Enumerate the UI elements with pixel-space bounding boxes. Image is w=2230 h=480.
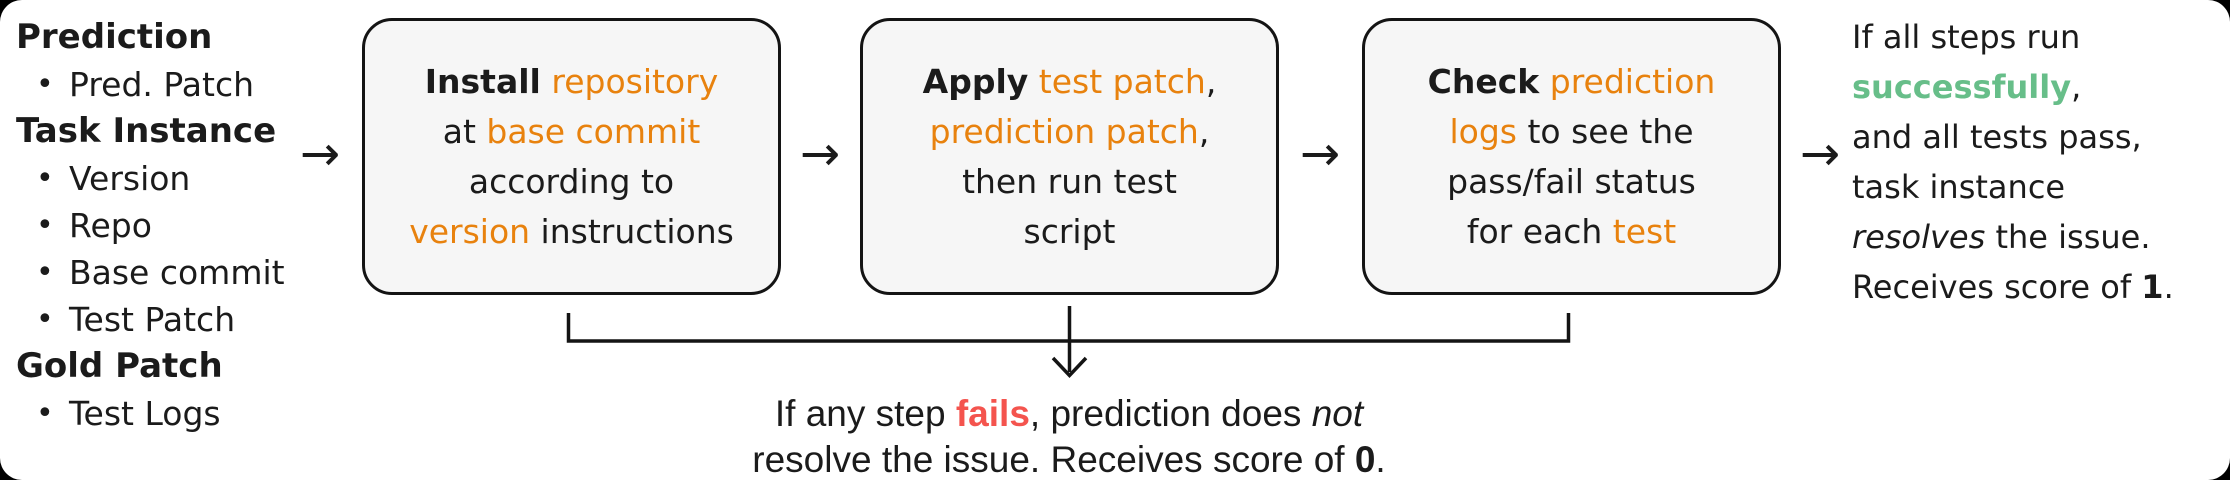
bracket-line [566,313,1571,343]
input-list-item: Test Logs [16,390,285,437]
text-line: logs to see the [1449,111,1694,151]
text-line: successfully, [1852,68,2082,106]
success-note: If all steps run successfully, and all tes… [1852,12,2174,312]
text-line: Receives score of 1. [1852,268,2174,306]
input-list-item: Version [16,155,285,202]
text-line: Check prediction [1427,61,1716,101]
text-line: at base commit [442,111,701,151]
text-line: according to [468,161,675,201]
text-line: script [1023,211,1116,251]
text-line: task instance [1852,168,2066,206]
text-line: If any step fails, prediction does not [774,393,1364,434]
text-line: then run test [962,161,1177,201]
input-list-header: Gold Patch [16,346,223,386]
input-list-item: Test Patch [16,296,285,343]
text-line: If all steps run [1852,18,2081,56]
text-line: version instructions [409,211,734,251]
input-list-item: Repo [16,202,285,249]
input-list-header: Task Instance [16,111,277,151]
down-arrow-head [1051,356,1088,379]
flow-arrow-apply-to-check: → [1299,126,1341,182]
flow-arrow-inputs-to-install: → [299,126,341,182]
text-line: Install repository [424,61,719,101]
input-list-item: Pred. Patch [16,61,285,108]
text-line: and all tests pass, [1852,118,2142,156]
fail-note: If any step fails, prediction does not re… [569,391,1569,480]
input-list-item: Base commit [16,249,285,296]
text-line: Apply test patch, [922,61,1217,101]
text-line: resolves the issue. [1852,218,2151,256]
flow-arrow-install-to-apply: → [799,126,841,182]
step-box-install-repository: Install repository at base commit accordin… [362,18,781,295]
flow-arrow-check-to-result: → [1799,126,1841,182]
step-box-apply-patches: Apply test patch, prediction patch, then r… [860,18,1279,295]
step-box-check-logs: Check prediction logs to see the pass/fail… [1362,18,1781,295]
text-line: prediction patch, [929,111,1210,151]
text-line: for each test [1466,211,1677,251]
text-line: pass/fail status [1447,161,1696,201]
text-line: resolve the issue. Receives score of 0. [752,439,1386,480]
input-list-header: Prediction [16,17,213,57]
